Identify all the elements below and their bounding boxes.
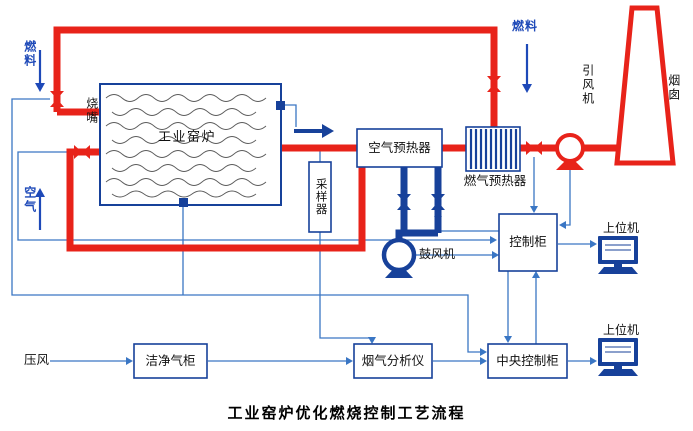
sampler-label: 采样器 <box>314 178 327 216</box>
fuel-right-flow-arrow <box>522 44 532 93</box>
burner-label: 烧嘴 <box>84 97 99 125</box>
kiln-temp-sensor <box>179 198 188 207</box>
sampler-box <box>308 161 332 233</box>
flue-flow-arrow <box>294 124 334 138</box>
control-cabinet-box <box>498 213 558 272</box>
fuel-right-label: 燃料 <box>512 19 539 33</box>
air-flow-arrow <box>35 188 45 230</box>
central-control-cabinet-label: 中央控制柜 <box>496 353 559 368</box>
central-control-cabinet-box <box>487 343 568 379</box>
diagram-title: 工业窑炉优化燃烧控制工艺流程 <box>227 405 466 422</box>
clean-gas-cabinet-box <box>133 343 208 379</box>
host-computer-bottom-icon <box>598 338 638 376</box>
gas-preheater-label: 燃气预热器 <box>463 174 527 188</box>
clean-gas-cabinet-label: 洁净气柜 <box>145 353 196 368</box>
flue-gas-analyzer-box <box>353 343 433 379</box>
host-computer-top-label: 上位机 <box>602 221 639 235</box>
compressed-air-label: 压风 <box>24 353 50 367</box>
air-valve <box>74 145 90 159</box>
chimney-shape <box>614 5 676 166</box>
flue-gas-analyzer-label: 烟气分析仪 <box>361 353 425 368</box>
chimney-label: 烟囱 <box>666 74 681 102</box>
gas-preheater-box <box>465 126 521 172</box>
fuel-valve-left <box>50 91 64 107</box>
blower-valve-2 <box>431 194 445 210</box>
control-cabinet-label: 控制柜 <box>509 235 547 250</box>
flue-valve <box>526 141 542 155</box>
kiln-label: 工业窑炉 <box>158 129 217 144</box>
fuel-left-flow-arrow <box>35 50 45 92</box>
air-label: 空气 <box>22 186 37 214</box>
host-computer-top-icon <box>598 236 638 274</box>
induced-fan-symbol <box>555 133 585 170</box>
air-preheater-box <box>356 128 443 168</box>
induced-fan-label: 引风机 <box>580 64 595 106</box>
host-computer-bottom-label: 上位机 <box>602 323 639 337</box>
fuel-valve-right <box>487 76 501 92</box>
blower-fan-symbol <box>381 237 417 278</box>
signal-lines <box>11 98 590 362</box>
blower-valve-1 <box>397 194 411 210</box>
flame-pattern <box>105 94 267 198</box>
kiln-gas-sensor <box>276 101 285 110</box>
air-preheater-label: 空气预热器 <box>368 140 431 155</box>
blower-label: 鼓风机 <box>419 247 456 261</box>
fuel-left-label: 燃料 <box>22 40 37 68</box>
